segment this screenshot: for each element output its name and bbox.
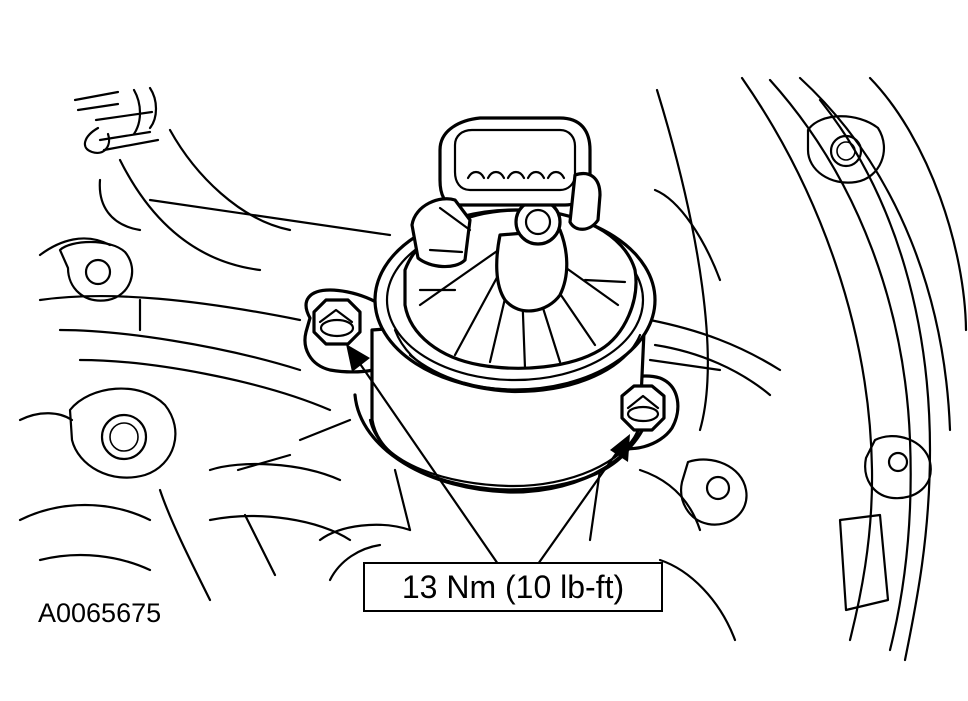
engine-background-lines [18,76,968,662]
mounting-bolt-right [620,384,666,432]
egr-valve-body [353,116,657,494]
mounting-bolt-left [312,298,362,346]
torque-callout-label: 13 Nm (10 lb-ft) [363,562,663,612]
figure-id-label: A0065675 [38,598,162,628]
torque-leader-arrows [346,344,630,566]
